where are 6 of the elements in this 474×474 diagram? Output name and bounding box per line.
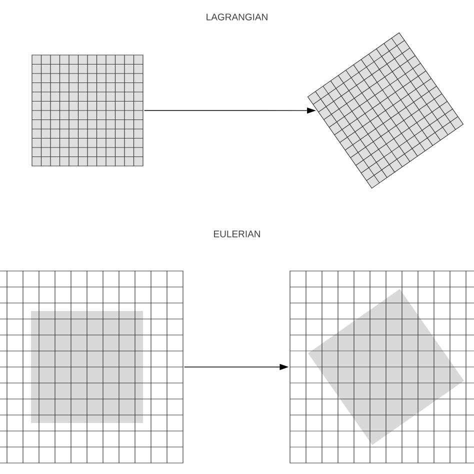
grid-drawing [32,54,144,166]
grid-drawing [307,32,464,189]
grid-drawing [290,270,474,464]
grid-drawing [0,270,184,464]
section-heading: EULERIAN [214,230,260,238]
section-heading: LAGRANGIAN [206,14,268,20]
